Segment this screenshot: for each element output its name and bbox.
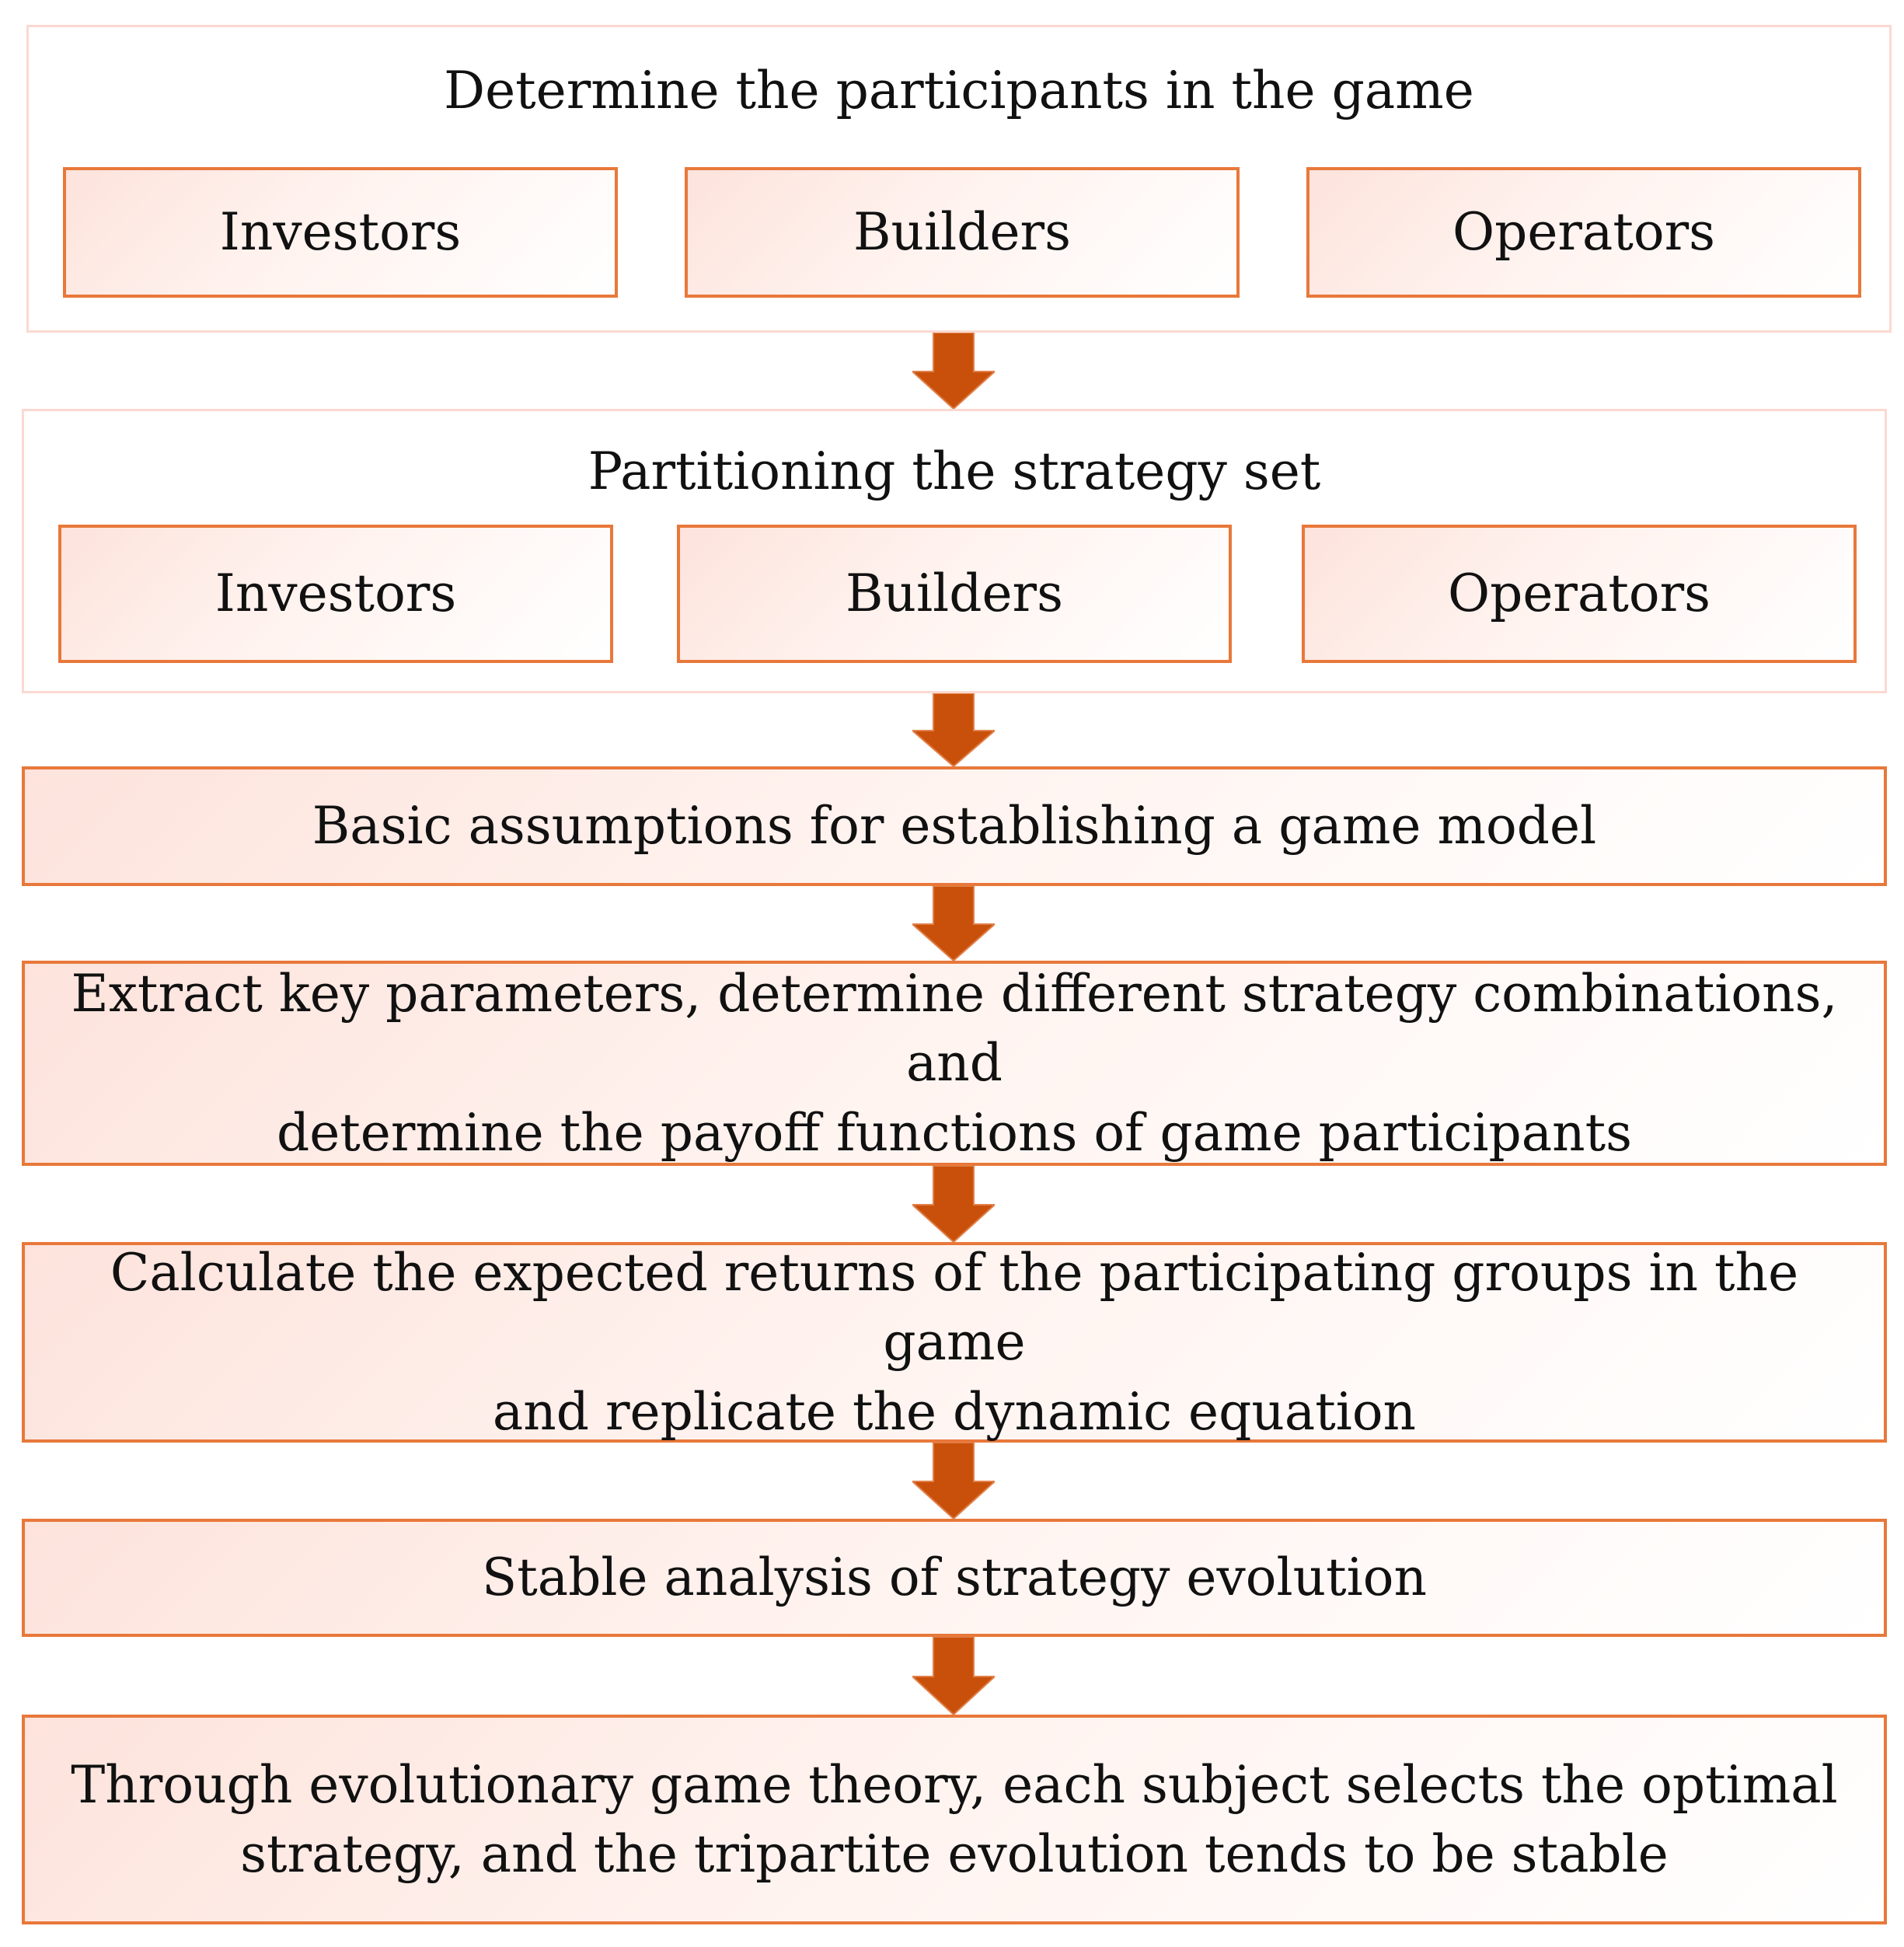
strategy-set-group: Partitioning the strategy set Investors … (22, 409, 1887, 693)
parameters-box: Extract key parameters, determine differ… (22, 961, 1887, 1166)
down-arrow-icon (912, 1443, 995, 1519)
returns-box: Calculate the expected returns of the pa… (22, 1242, 1887, 1443)
strategy-builders-box: Builders (677, 525, 1232, 663)
down-arrow-icon (912, 333, 995, 409)
parameters-line-2: determine the payoff functions of game p… (276, 1102, 1633, 1163)
strategy-operators-box: Operators (1302, 525, 1857, 663)
conclusion-line-1: Through evolutionary game theory, each s… (71, 1754, 1838, 1815)
strategy-set-title: Partitioning the strategy set (588, 441, 1321, 501)
strategy-investors-box: Investors (58, 525, 613, 663)
participant-investors-box: Investors (63, 167, 618, 298)
returns-line-2: and replicate the dynamic equation (492, 1381, 1417, 1442)
participants-title: Determine the participants in the game (444, 61, 1474, 120)
participant-builders-box: Builders (685, 167, 1240, 298)
conclusion-line-2: strategy, and the tripartite evolution t… (240, 1824, 1669, 1884)
parameters-line-1: Extract key parameters, determine differ… (71, 964, 1838, 1094)
down-arrow-icon (912, 693, 995, 766)
participants-group: Determine the participants in the game I… (26, 25, 1892, 333)
down-arrow-icon (912, 1166, 995, 1242)
stability-box: Stable analysis of strategy evolution (22, 1519, 1887, 1637)
returns-line-1: Calculate the expected returns of the pa… (110, 1243, 1799, 1373)
conclusion-box: Through evolutionary game theory, each s… (22, 1715, 1887, 1924)
down-arrow-icon (912, 886, 995, 961)
assumptions-box: Basic assumptions for establishing a gam… (22, 766, 1887, 886)
down-arrow-icon (912, 1637, 995, 1715)
participant-operators-box: Operators (1306, 167, 1861, 298)
